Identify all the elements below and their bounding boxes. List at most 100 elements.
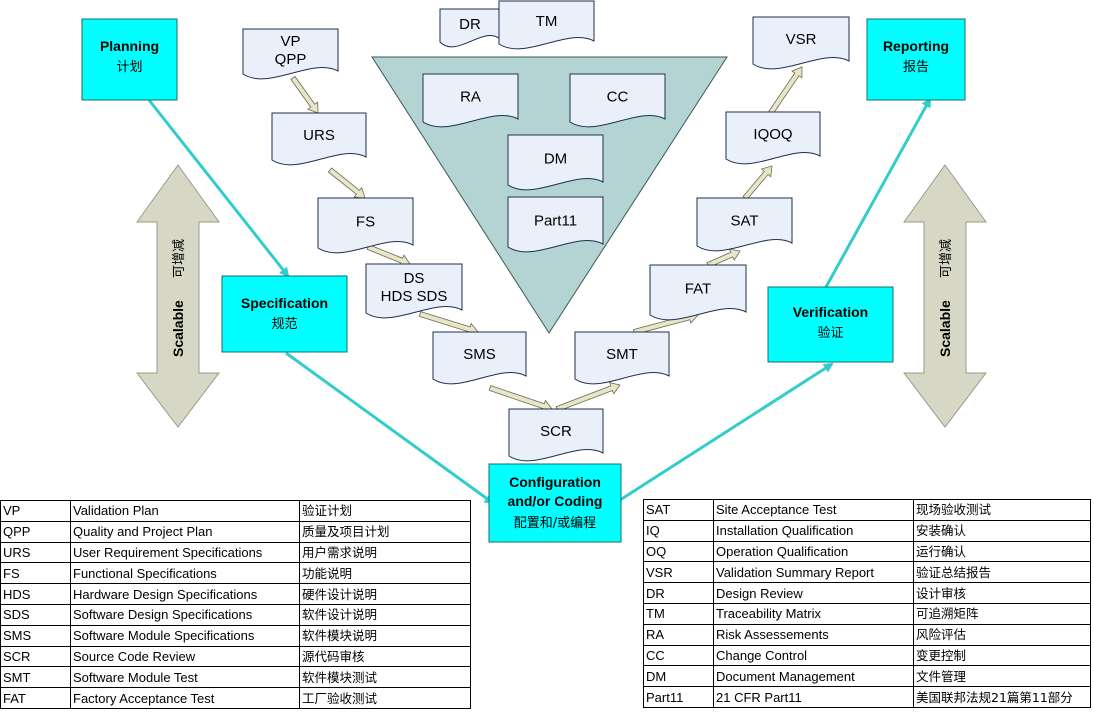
- coding-title-line1: Configuration: [509, 474, 601, 490]
- document-iqoq-label: IQOQ: [753, 126, 792, 143]
- document-part11: Part11: [507, 196, 604, 253]
- english-name-cell: Traceability Matrix: [713, 602, 914, 625]
- document-smt-label: SMT: [606, 346, 638, 363]
- chinese-name-cell: 美国联邦法规21篇第11部分: [913, 686, 1091, 708]
- coding-subtitle: 配置和/或编程: [514, 516, 596, 531]
- document-iqoq: IQOQ: [725, 111, 821, 165]
- document-sms-label: SMS: [463, 346, 496, 363]
- planning-to-specification-arrow: [147, 99, 290, 278]
- document-fs-label: FS: [356, 214, 375, 231]
- abbreviation-cell: SAT: [643, 499, 714, 521]
- document-ra: RA: [422, 73, 519, 128]
- document-ds-label-line2: HDS SDS: [381, 288, 448, 305]
- document-vp-qpp-label-line1: VP: [280, 33, 300, 50]
- abbreviation-cell: SCR: [0, 645, 71, 668]
- abbreviation-cell: TM: [643, 602, 714, 625]
- chinese-name-cell: 硬件设计说明: [299, 583, 471, 605]
- abbreviation-cell: FS: [0, 562, 71, 585]
- english-name-cell: 21 CFR Part11: [713, 686, 914, 708]
- scalable-label-cn-left: 可增减: [172, 239, 187, 278]
- document-fat: FAT: [649, 264, 747, 321]
- chinese-name-cell: 风险评估: [913, 623, 1091, 646]
- chinese-name-cell: 验证计划: [299, 500, 471, 522]
- flow-arrow-scr-to-smt: [555, 382, 621, 412]
- document-ds-label-line1: DS: [404, 270, 425, 287]
- flow-arrow-urs-to-fs: [327, 167, 366, 199]
- chinese-name-cell: 用户需求说明: [299, 541, 471, 564]
- specification-to-coding-arrow: [285, 351, 495, 505]
- document-sms: SMS: [432, 331, 527, 385]
- abbreviation-cell: SDS: [0, 603, 71, 626]
- chinese-name-cell: 软件设计说明: [299, 603, 471, 626]
- abbreviation-cell: QPP: [0, 520, 71, 543]
- english-name-cell: Functional Specifications: [70, 562, 300, 585]
- abbreviation-cell: OQ: [643, 540, 714, 563]
- abbreviation-cell: FAT: [0, 687, 71, 709]
- chinese-name-cell: 安装确认: [913, 519, 1091, 542]
- document-urs-label: URS: [303, 127, 335, 144]
- chinese-name-cell: 功能说明: [299, 562, 471, 585]
- english-name-cell: Software Design Specifications: [70, 603, 300, 626]
- flow-arrow-fs-to-ds: [366, 244, 411, 267]
- document-smt: SMT: [574, 331, 670, 385]
- english-name-cell: Document Management: [713, 665, 914, 688]
- planning-subtitle: 计划: [116, 60, 142, 75]
- chinese-name-cell: 工厂验收测试: [299, 687, 471, 709]
- english-name-cell: User Requirement Specifications: [70, 541, 300, 564]
- abbreviation-cell: VP: [0, 500, 71, 522]
- scalable-arrow-right: Scalable 可增减: [902, 164, 988, 428]
- english-name-cell: Software Module Specifications: [70, 624, 300, 647]
- document-dm-label: DM: [544, 151, 567, 168]
- document-vp-qpp-label-line2: QPP: [275, 51, 307, 68]
- abbreviation-cell: IQ: [643, 519, 714, 542]
- coding-title-line2: and/or Coding: [508, 493, 603, 509]
- flow-arrow-vp-qpp-to-urs: [290, 75, 319, 114]
- flow-arrow-sat-to-iqoq: [742, 165, 773, 201]
- chinese-name-cell: 软件模块说明: [299, 624, 471, 647]
- abbreviation-cell: RA: [643, 623, 714, 646]
- scalable-label-right: Scalable: [937, 300, 953, 357]
- phase-arrows: [147, 97, 932, 505]
- configuration-coding-box: Configuration and/or Coding 配置和/或编程: [488, 463, 622, 543]
- chinese-name-cell: 文件管理: [913, 665, 1091, 688]
- verification-subtitle: 验证: [817, 325, 843, 341]
- abbreviation-cell: DR: [643, 582, 714, 604]
- scalable-arrow-left: Scalable 可增减: [135, 164, 221, 428]
- document-cc: CC: [569, 73, 666, 128]
- document-scr-label: SCR: [540, 423, 572, 440]
- abbreviation-cell: CC: [643, 644, 714, 667]
- chinese-name-cell: 变更控制: [913, 644, 1091, 667]
- specification-box: Specification 规范: [221, 275, 348, 353]
- document-cc-label: CC: [607, 89, 629, 106]
- planning-box: Planning 计划: [81, 18, 178, 101]
- abbreviation-cell: SMT: [0, 666, 71, 689]
- chinese-name-cell: 可追溯矩阵: [913, 602, 1091, 625]
- english-name-cell: Software Module Test: [70, 666, 300, 689]
- abbreviation-cell: Part11: [643, 686, 714, 708]
- flow-arrow-sms-to-scr: [488, 385, 553, 413]
- document-sat-label: SAT: [730, 213, 758, 230]
- scalable-label-cn-right: 可增减: [939, 239, 954, 278]
- english-name-cell: Quality and Project Plan: [70, 520, 300, 543]
- verification-title: Verification: [793, 304, 868, 320]
- document-scr: SCR: [508, 408, 604, 462]
- chinese-name-cell: 源代码审核: [299, 645, 471, 668]
- document-fs: FS: [317, 197, 414, 254]
- english-name-cell: Hardware Design Specifications: [70, 583, 300, 605]
- document-sat: SAT: [696, 197, 793, 252]
